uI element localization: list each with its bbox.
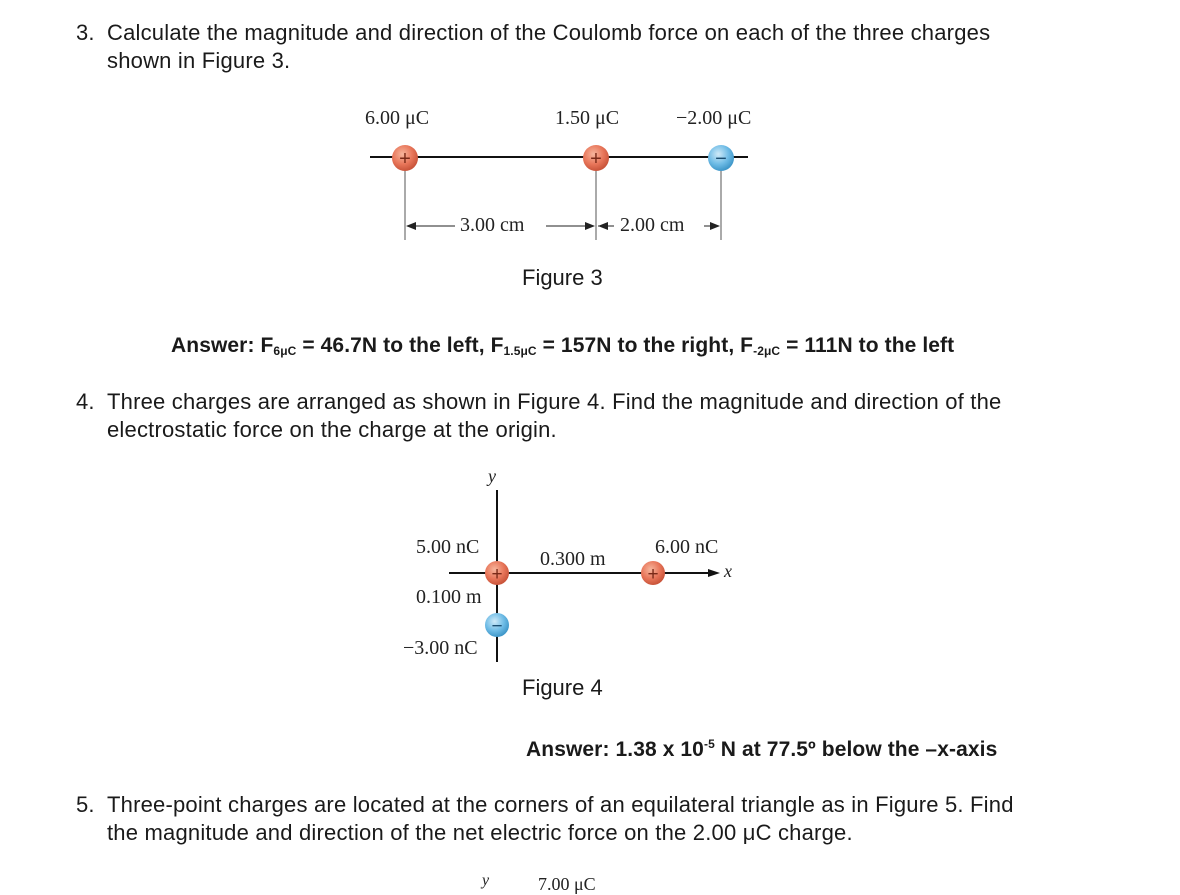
fig4-x-axis-label: x bbox=[724, 561, 732, 581]
charge-1.5uC: + bbox=[583, 145, 609, 171]
svg-text:−: − bbox=[715, 148, 727, 170]
answer-4: Answer: 1.38 x 10-5 N at 77.5º below the… bbox=[526, 737, 997, 762]
question-text-line1: Calculate the magnitude and direction of… bbox=[107, 20, 991, 45]
charge-neg2uC: − bbox=[708, 145, 734, 171]
question-text-line2: the magnitude and direction of the net e… bbox=[107, 820, 853, 845]
svg-text:+: + bbox=[491, 564, 502, 585]
fig4-dist-0.100m: 0.100 m bbox=[416, 586, 482, 608]
question-text-line1: Three charges are arranged as shown in F… bbox=[107, 389, 1002, 414]
svg-text:+: + bbox=[590, 148, 602, 170]
answer-4-text: N at 77.5º below the –x-axis bbox=[714, 738, 998, 761]
question-text-line2: shown in Figure 3. bbox=[107, 48, 291, 73]
answer-3-sub: 6μC bbox=[273, 344, 297, 358]
answer-4-exponent: -5 bbox=[703, 737, 715, 751]
svg-text:+: + bbox=[647, 564, 658, 585]
charge-below-neg3nC: − bbox=[485, 613, 509, 637]
svg-text:−: − bbox=[491, 616, 502, 637]
fig3-label-6uC: 6.00 μC bbox=[365, 107, 430, 129]
fig3-dist-3cm: 3.00 cm bbox=[460, 214, 525, 236]
figure-3-caption: Figure 3 bbox=[522, 265, 603, 290]
figure-4-caption: Figure 4 bbox=[522, 675, 603, 700]
answer-3-sub: 1.5μC bbox=[503, 344, 537, 358]
fig4-label-5nC: 5.00 nC bbox=[416, 536, 480, 558]
answer-3-sub: -2μC bbox=[753, 344, 781, 358]
question-text-line1: Three-point charges are located at the c… bbox=[107, 792, 1014, 817]
question-number: 4. bbox=[76, 389, 95, 414]
fig4-dist-0.300m: 0.300 m bbox=[540, 548, 606, 570]
fig5-label-7uC: 7.00 μC bbox=[538, 874, 596, 894]
svg-text:+: + bbox=[399, 148, 411, 170]
question-4: 4. Three charges are arranged as shown in… bbox=[76, 388, 1001, 444]
question-text-line2: electrostatic force on the charge at the… bbox=[107, 417, 557, 442]
question-number: 5. bbox=[76, 792, 95, 817]
figure-3: + + − bbox=[370, 145, 748, 240]
fig3-dist-2cm: 2.00 cm bbox=[620, 214, 685, 236]
fig4-label-6nC: 6.00 nC bbox=[655, 536, 719, 558]
answer-3-text: = 111N to the left bbox=[780, 334, 955, 357]
fig3-label-neg2uC: −2.00 μC bbox=[676, 107, 752, 129]
charge-6uC: + bbox=[392, 145, 418, 171]
fig5-y-axis-label: y bbox=[482, 872, 490, 889]
figure-4: + + − bbox=[449, 490, 720, 662]
charge-origin-5nC: + bbox=[485, 561, 509, 585]
question-3: 3. Calculate the magnitude and direction … bbox=[76, 19, 990, 75]
fig4-label-neg3nC: −3.00 nC bbox=[403, 637, 478, 659]
question-5: 5. Three-point charges are located at the… bbox=[76, 791, 1014, 847]
fig3-label-1.5uC: 1.50 μC bbox=[555, 107, 620, 129]
answer-3-text: = 46.7N to the left, F bbox=[296, 334, 504, 357]
answer-3: Answer: F6μC = 46.7N to the left, F1.5μC… bbox=[171, 334, 954, 358]
charge-right-6nC: + bbox=[641, 561, 665, 585]
answer-3-text: = 157N to the right, F bbox=[536, 334, 754, 357]
fig4-y-axis-label: y bbox=[488, 466, 496, 486]
question-number: 3. bbox=[76, 20, 95, 45]
answer-4-text: Answer: 1.38 x 10 bbox=[526, 738, 704, 761]
answer-3-text: Answer: F bbox=[171, 334, 274, 357]
